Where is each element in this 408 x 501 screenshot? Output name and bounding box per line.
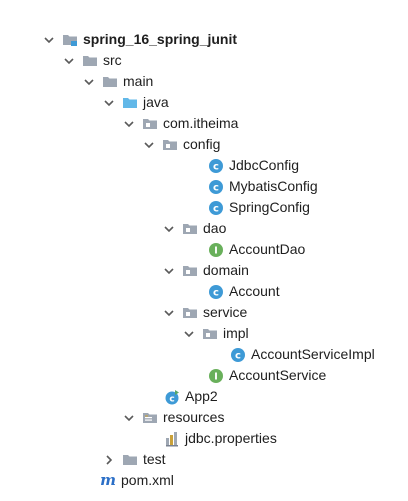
properties-file-icon [164, 431, 180, 447]
tree-node-label: MybatisConfig [229, 178, 318, 194]
interface-icon: I [208, 242, 224, 258]
project-name: spring_16_spring_junit [83, 31, 238, 47]
svg-text:c: c [235, 350, 241, 361]
source-folder-icon [122, 95, 138, 111]
tree-node-label: domain [203, 262, 249, 278]
package-icon [182, 221, 198, 237]
package-icon [182, 305, 198, 321]
chevron-right-icon[interactable] [102, 453, 116, 467]
maven-pom-icon: m [100, 471, 116, 489]
class-icon: c [208, 179, 224, 195]
tree-node-java[interactable]: java [102, 92, 169, 113]
tree-node-label: service [203, 304, 248, 320]
tree-node-domain[interactable]: domain [162, 260, 249, 281]
chevron-down-icon[interactable] [162, 222, 176, 236]
tree-node-class[interactable]: c JdbcConfig [208, 155, 299, 176]
tree-node-label: AccountService [229, 367, 327, 383]
tree-node-project[interactable]: spring_16_spring_junit [42, 29, 237, 50]
class-icon: c [230, 347, 246, 363]
tree-node-label: test [143, 451, 166, 467]
tree-node-package[interactable]: com.itheima [122, 113, 238, 134]
tree-node-interface[interactable]: I AccountDao [208, 239, 305, 260]
tree-node-label: pom.xml [121, 472, 174, 488]
svg-text:c: c [213, 203, 219, 214]
chevron-down-icon[interactable] [122, 411, 136, 425]
class-icon: c [208, 200, 224, 216]
tree-node-main[interactable]: main [82, 71, 153, 92]
resources-folder-icon [142, 410, 158, 426]
svg-text:c: c [213, 161, 219, 172]
chevron-down-icon[interactable] [162, 306, 176, 320]
chevron-down-icon[interactable] [62, 54, 76, 68]
svg-text:I: I [214, 245, 218, 256]
tree-node-class[interactable]: c SpringConfig [208, 197, 310, 218]
package-icon [202, 326, 218, 342]
tree-node-label: Account [229, 283, 280, 299]
tree-node-label: App2 [185, 388, 218, 404]
class-icon: c [208, 158, 224, 174]
tree-node-config[interactable]: config [142, 134, 220, 155]
tree-node-label: resources [163, 409, 225, 425]
folder-icon [122, 452, 138, 468]
svg-text:c: c [213, 182, 219, 193]
tree-node-label: dao [203, 220, 227, 236]
tree-node-label: com.itheima [163, 115, 239, 131]
chevron-down-icon[interactable] [182, 327, 196, 341]
runnable-class-icon: c [164, 389, 180, 405]
tree-node-test[interactable]: test [102, 449, 166, 470]
tree-node-interface[interactable]: I AccountService [208, 365, 326, 386]
tree-node-label: impl [223, 325, 249, 341]
tree-node-label: config [183, 136, 221, 152]
tree-node-label: SpringConfig [229, 199, 310, 215]
chevron-down-icon[interactable] [162, 264, 176, 278]
tree-node-label: AccountDao [229, 241, 306, 257]
tree-node-label: jdbc.properties [185, 430, 277, 446]
module-folder-icon [62, 32, 78, 48]
svg-text:c: c [213, 287, 219, 298]
tree-node-label: main [123, 73, 154, 89]
tree-node-src[interactable]: src [62, 50, 122, 71]
tree-node-service[interactable]: service [162, 302, 247, 323]
tree-node-main-class[interactable]: c App2 [164, 386, 218, 407]
interface-icon: I [208, 368, 224, 384]
chevron-down-icon[interactable] [42, 33, 56, 47]
package-icon [142, 116, 158, 132]
chevron-down-icon[interactable] [142, 138, 156, 152]
chevron-down-icon[interactable] [82, 75, 96, 89]
folder-icon [82, 53, 98, 69]
tree-node-label: src [103, 52, 122, 68]
tree-node-label: JdbcConfig [229, 157, 300, 173]
tree-node-class[interactable]: c AccountServiceImpl [230, 344, 375, 365]
tree-node-label: AccountServiceImpl [251, 346, 375, 362]
chevron-down-icon[interactable] [102, 96, 116, 110]
svg-text:I: I [214, 371, 218, 382]
folder-icon [102, 74, 118, 90]
class-icon: c [208, 284, 224, 300]
svg-text:c: c [169, 394, 174, 404]
package-icon [162, 137, 178, 153]
tree-node-label: java [143, 94, 169, 110]
tree-node-impl[interactable]: impl [182, 323, 249, 344]
tree-node-class[interactable]: c Account [208, 281, 280, 302]
tree-node-dao[interactable]: dao [162, 218, 226, 239]
chevron-down-icon[interactable] [122, 117, 136, 131]
tree-node-pom[interactable]: m pom.xml [100, 470, 174, 491]
tree-node-resources[interactable]: resources [122, 407, 224, 428]
tree-node-file[interactable]: jdbc.properties [164, 428, 277, 449]
package-icon [182, 263, 198, 279]
tree-node-class[interactable]: c MybatisConfig [208, 176, 318, 197]
